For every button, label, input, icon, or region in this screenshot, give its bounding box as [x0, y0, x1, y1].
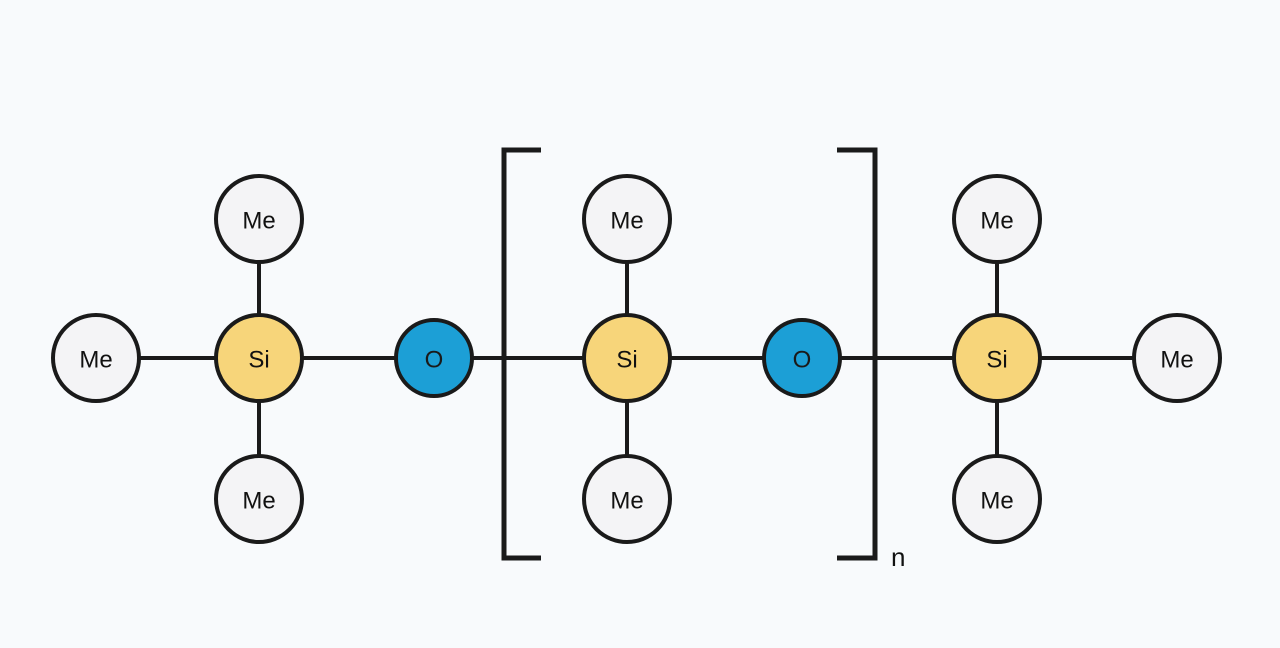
- atom-o-1: O: [394, 318, 474, 398]
- atom-me-bottom-2: Me: [582, 454, 672, 544]
- atom-label: Me: [79, 347, 112, 374]
- me-node: [51, 313, 141, 403]
- atom-label: Me: [610, 208, 643, 235]
- si-node: [952, 313, 1042, 403]
- atom-label: Me: [242, 208, 275, 235]
- atom-label: Si: [248, 347, 269, 374]
- si-node: [214, 313, 304, 403]
- atom-me-bottom-3: Me: [952, 454, 1042, 544]
- atom-label: Me: [610, 488, 643, 515]
- me-node: [1132, 313, 1222, 403]
- me-node: [952, 174, 1042, 264]
- repeat-subscript: n: [891, 542, 905, 572]
- o-node: [394, 318, 474, 398]
- me-node: [214, 454, 304, 544]
- atom-me-left: Me: [51, 313, 141, 403]
- repeat-unit-group: Me Me Si O: [582, 174, 842, 544]
- atom-si-1: Si: [214, 313, 304, 403]
- atom-o-2: O: [762, 318, 842, 398]
- repeat-brackets: n: [501, 147, 905, 572]
- atom-label: Me: [1160, 347, 1193, 374]
- right-bracket: [837, 147, 878, 561]
- atom-me-right: Me: [1132, 313, 1222, 403]
- me-node: [582, 454, 672, 544]
- o-node: [762, 318, 842, 398]
- si-node: [582, 313, 672, 403]
- left-bracket: [501, 147, 541, 561]
- atom-si-2: Si: [582, 313, 672, 403]
- me-node: [214, 174, 304, 264]
- atom-label: Si: [986, 347, 1007, 374]
- atom-me-bottom-1: Me: [214, 454, 304, 544]
- atom-me-top-2: Me: [582, 174, 672, 264]
- atom-me-top-1: Me: [214, 174, 304, 264]
- right-end-group: Me Me Si Me: [952, 174, 1222, 544]
- atom-label: Si: [616, 347, 637, 374]
- atom-si-3: Si: [952, 313, 1042, 403]
- atom-label: Me: [980, 488, 1013, 515]
- atom-label: Me: [242, 488, 275, 515]
- bonds: [140, 262, 1134, 456]
- me-node: [952, 454, 1042, 544]
- atom-me-top-3: Me: [952, 174, 1042, 264]
- atom-label: Me: [980, 208, 1013, 235]
- atom-label: O: [793, 347, 812, 374]
- left-end-group: Me Me Me Si O: [51, 174, 474, 544]
- atom-label: O: [425, 347, 444, 374]
- me-node: [582, 174, 672, 264]
